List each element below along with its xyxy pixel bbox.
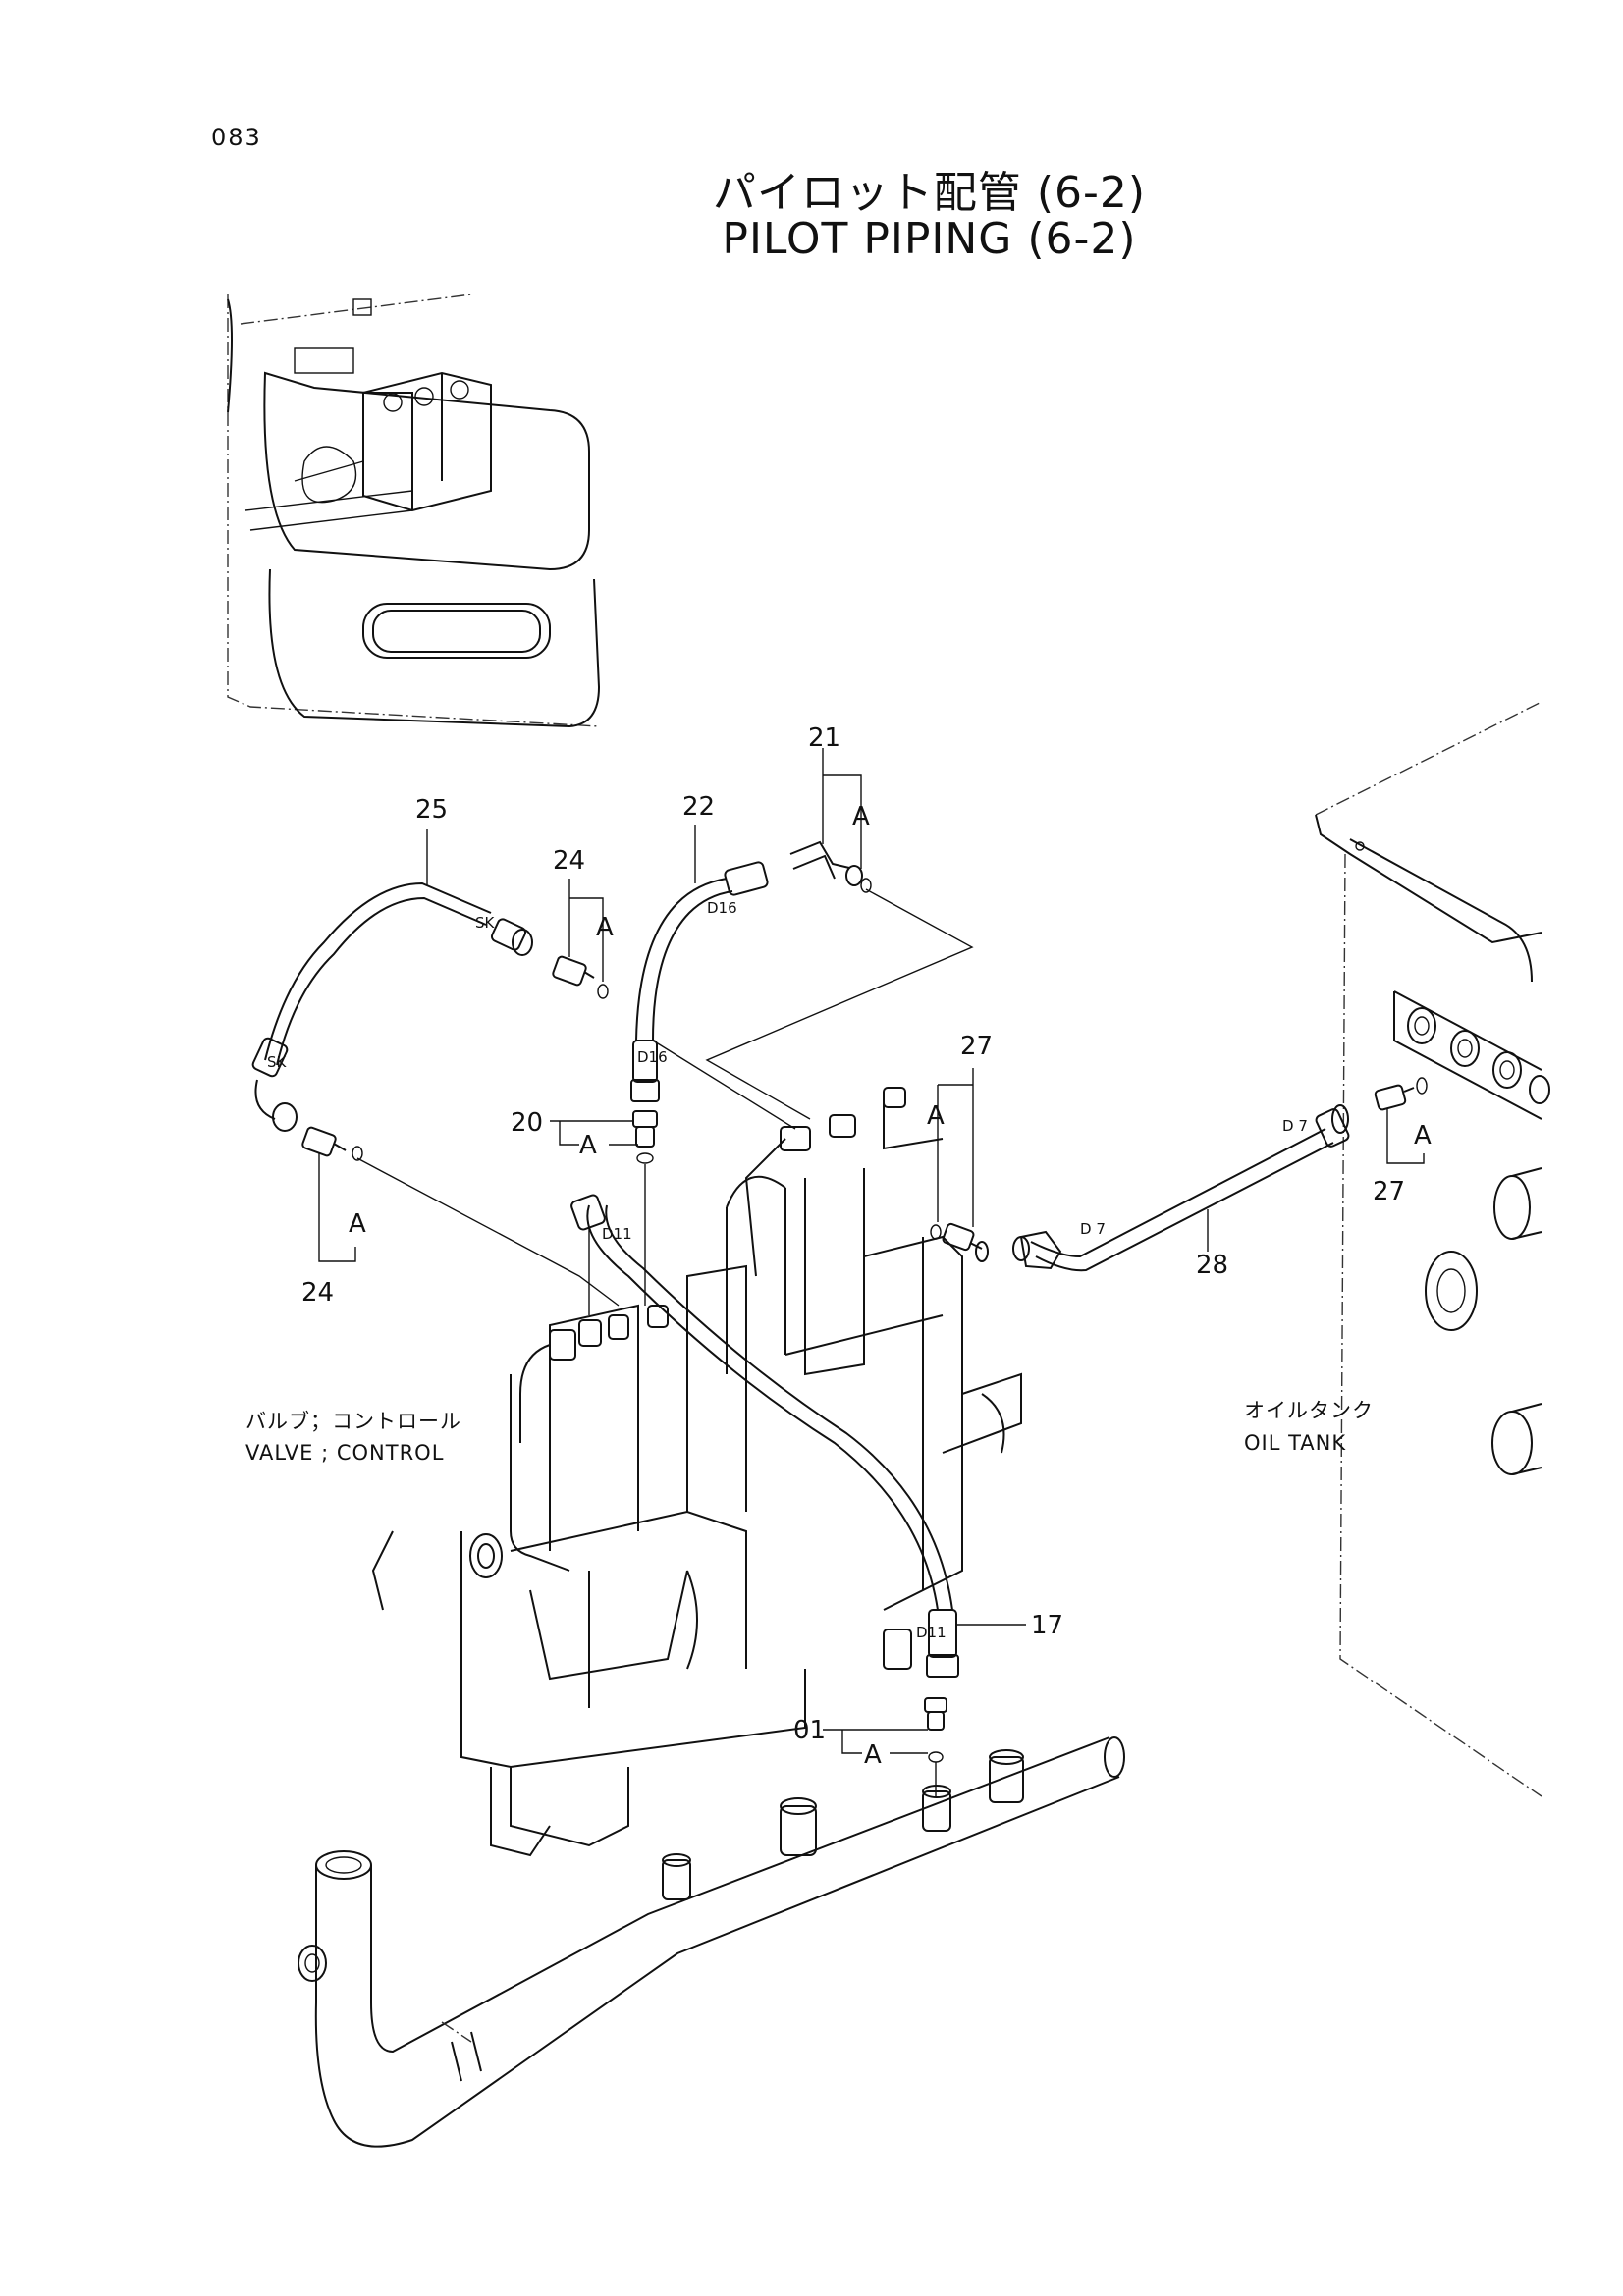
mark-d7-right: D 7 [1282, 1117, 1308, 1135]
page-number: 083 [211, 124, 262, 151]
group-marks: A A A A A A A [349, 802, 1432, 1770]
mark-a-24-lower: A [349, 1209, 366, 1239]
mark-sk-lower: SK [267, 1053, 288, 1071]
title-japanese: パイロット配管 (6-2) [712, 168, 1147, 218]
callout-20: 20 [511, 1108, 543, 1138]
connector-01 [924, 1697, 947, 1796]
callout-27-valve: 27 [960, 1032, 993, 1061]
hose-28 [1012, 1104, 1350, 1272]
callout-lines [318, 748, 1425, 1754]
connector-20 [632, 1110, 658, 1306]
mark-d7-left: D 7 [1080, 1220, 1106, 1238]
mark-sk-upper: SK [475, 914, 496, 932]
hose-25 [251, 881, 533, 1132]
adapter-24-lower [301, 1126, 620, 1307]
hose-17 [570, 1194, 959, 1678]
elbow-21 [652, 840, 974, 1130]
callout-27-tank: 27 [1373, 1177, 1405, 1206]
adapter-27-tank [1374, 1077, 1428, 1111]
caption-tank-en: OIL TANK [1244, 1431, 1346, 1455]
callout-22: 22 [682, 792, 715, 822]
mark-a-01: A [864, 1740, 882, 1770]
callout-24-upper: 24 [553, 846, 585, 876]
title-english: PILOT PIPING (6-2) [722, 214, 1137, 264]
callout-24-lower: 24 [301, 1278, 334, 1308]
adapter-24-upper [552, 955, 609, 999]
callout-01: 01 [793, 1716, 826, 1745]
mark-a-24-upper: A [596, 913, 614, 942]
caption-tank-jp: オイルタンク [1244, 1399, 1374, 1422]
callout-28: 28 [1196, 1251, 1228, 1280]
mark-a-21: A [852, 802, 870, 831]
return-pipe [298, 1736, 1125, 2148]
callout-17: 17 [1031, 1611, 1063, 1640]
callout-21: 21 [808, 723, 840, 753]
mark-a-27-tank: A [1414, 1121, 1432, 1150]
callout-numbers: 25 24 22 21 20 24 27 27 28 17 01 [301, 723, 1405, 1745]
machine-overview-inset [227, 294, 601, 728]
oil-tank [1315, 701, 1550, 1797]
caption-valve-en: VALVE ; CONTROL [245, 1441, 444, 1465]
control-valve-body [371, 1087, 1022, 1857]
mark-d16-lower: D16 [637, 1048, 668, 1066]
caption-valve-jp: バルブ；コントロール [245, 1410, 461, 1433]
mark-a-27-valve: A [927, 1101, 945, 1131]
mark-d16-upper: D16 [707, 899, 737, 917]
hose-22 [630, 861, 769, 1102]
size-marks: SK SK D16 D16 D11 D11 D 7 D 7 [267, 899, 1308, 1641]
adapter-27-valve [930, 1222, 989, 1262]
mark-d11-upper: D11 [602, 1225, 632, 1243]
mark-a-20: A [579, 1131, 597, 1160]
captions: バルブ；コントロール VALVE ; CONTROL オイルタンク OIL TA… [245, 1399, 1374, 1465]
mark-d11-lower: D11 [916, 1624, 947, 1641]
callout-25: 25 [415, 795, 448, 825]
